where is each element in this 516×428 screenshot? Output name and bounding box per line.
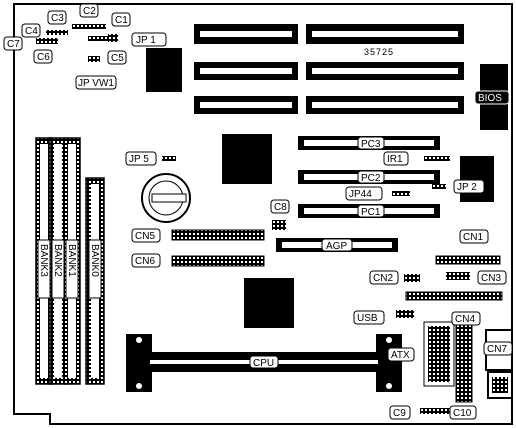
label-c5: C5 xyxy=(107,50,127,65)
label-cn7: CN7 xyxy=(483,341,513,356)
cn6-connector xyxy=(171,255,265,267)
label-agp-text: AGP xyxy=(326,241,347,252)
label-cn6-text: CN6 xyxy=(135,256,155,267)
label-jpvw1: JP VW1 xyxy=(75,75,117,90)
label-bank3: BANK3 xyxy=(37,239,51,299)
label-bank1-text: BANK1 xyxy=(66,244,77,277)
label-cn3-text: CN3 xyxy=(481,273,501,284)
label-c4: C4 xyxy=(21,23,41,38)
label-c4-text: C4 xyxy=(25,26,38,37)
jumper-headers xyxy=(162,156,450,230)
label-pc3-text: PC3 xyxy=(361,139,381,150)
label-pc1-text: PC1 xyxy=(361,207,381,218)
label-cpu: CPU xyxy=(249,355,279,369)
label-bank3-text: BANK3 xyxy=(38,244,49,277)
label-jp2: JP 2 xyxy=(453,179,485,194)
label-c8-text: C8 xyxy=(274,202,287,213)
north-chip xyxy=(146,48,182,92)
label-jp1: JP 1 xyxy=(131,32,167,47)
label-usb: USB xyxy=(353,310,385,325)
io-chip xyxy=(460,156,494,202)
label-bios-text: BIOS xyxy=(478,93,502,104)
label-cn1: CN1 xyxy=(459,229,489,244)
label-c1: C1 xyxy=(111,12,131,27)
capacitor-headers xyxy=(36,24,118,62)
label-bank0: BANK0 xyxy=(88,239,102,299)
label-ir1-text: IR1 xyxy=(387,154,403,165)
label-c9-text: C9 xyxy=(393,408,406,419)
label-agp: AGP xyxy=(321,238,353,252)
label-jpvw1-text: JP VW1 xyxy=(78,78,114,89)
label-c10-text: C10 xyxy=(453,408,472,419)
cn4-connector xyxy=(405,291,503,301)
label-c1-text: C1 xyxy=(115,15,128,26)
label-usb-text: USB xyxy=(357,313,378,324)
label-bank0-text: BANK0 xyxy=(89,244,100,277)
c9-c10-jumpers xyxy=(420,408,450,414)
chipset-chip xyxy=(222,134,272,184)
label-cn2: CN2 xyxy=(369,270,399,285)
label-bank2: BANK2 xyxy=(51,239,65,299)
label-cn1-text: CN1 xyxy=(463,232,483,243)
label-cn6: CN6 xyxy=(131,253,161,268)
label-bank2-text: BANK2 xyxy=(52,244,63,277)
label-pc3: PC3 xyxy=(357,136,385,150)
label-c7-text: C7 xyxy=(7,39,20,50)
label-c5-text: C5 xyxy=(111,53,124,64)
label-cn7-text: CN7 xyxy=(487,344,507,355)
label-jp1-text: JP 1 xyxy=(136,35,156,46)
usb-connector xyxy=(396,310,414,318)
label-pc1: PC1 xyxy=(357,204,385,218)
label-c2-text: C2 xyxy=(83,6,96,17)
label-bios: BIOS xyxy=(474,90,510,105)
label-c6: C6 xyxy=(33,49,53,64)
label-cn4: CN4 xyxy=(451,311,481,326)
label-jp44-text: JP44 xyxy=(349,189,372,200)
label-c2: C2 xyxy=(79,3,99,18)
label-c3-text: C3 xyxy=(51,13,64,24)
label-atx: ATX xyxy=(387,347,415,362)
label-c9: C9 xyxy=(389,405,411,420)
label-c3: C3 xyxy=(47,10,67,25)
label-cn4-text: CN4 xyxy=(455,314,475,325)
label-c7: C7 xyxy=(3,36,23,51)
label-atx-text: ATX xyxy=(391,350,410,361)
label-jp5-text: JP 5 xyxy=(129,154,149,165)
label-jp2-text: JP 2 xyxy=(457,182,477,193)
cn1-connector xyxy=(435,255,501,265)
label-cn5-text: CN5 xyxy=(135,231,155,242)
cn5-connector xyxy=(171,229,265,241)
label-jp44: JP44 xyxy=(345,186,383,201)
atx-power-connector xyxy=(423,321,455,387)
label-c10: C10 xyxy=(449,405,477,420)
label-bank1: BANK1 xyxy=(65,239,79,299)
label-c8: C8 xyxy=(270,199,290,214)
label-pc2-text: PC2 xyxy=(361,173,381,184)
battery xyxy=(141,173,191,223)
label-cn2-text: CN2 xyxy=(373,273,393,284)
label-ir1: IR1 xyxy=(383,151,409,166)
label-c6-text: C6 xyxy=(37,52,50,63)
label-cpu-text: CPU xyxy=(253,358,274,369)
cn2-connector xyxy=(404,274,420,282)
label-cn5: CN5 xyxy=(131,228,161,243)
south-chip xyxy=(244,278,294,328)
label-cn3: CN3 xyxy=(477,270,507,285)
isa-slots xyxy=(194,24,464,114)
board-number: 35725 xyxy=(364,47,394,57)
label-jp5: JP 5 xyxy=(125,151,157,166)
label-pc2: PC2 xyxy=(357,170,385,184)
cn3-connector xyxy=(446,272,470,280)
